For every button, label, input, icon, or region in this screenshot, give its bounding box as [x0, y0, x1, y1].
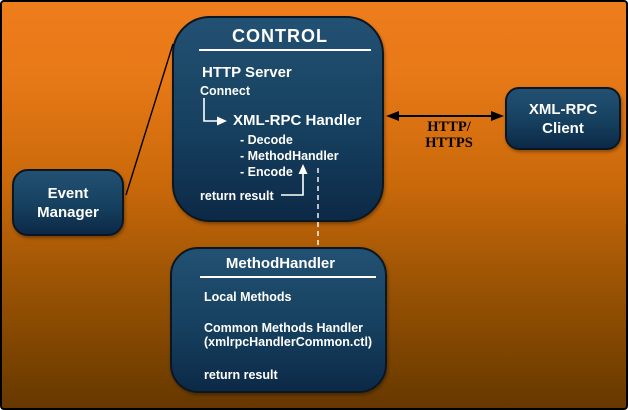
methodhandler-title: MethodHandler	[225, 255, 336, 272]
event-manager-label: Event Manager	[14, 171, 122, 234]
encode-item: - Encode	[240, 165, 293, 179]
control-title-underline	[199, 49, 371, 51]
http-arrow-head-right	[491, 111, 504, 121]
control-return-result-label: return result	[200, 189, 274, 203]
common-methods-file-label: (xmlrpcHandlerCommon.ctl)	[204, 335, 373, 349]
http-arrow-head-left	[386, 111, 399, 121]
xmlrpc-client-box: XML-RPC Client	[505, 87, 621, 150]
xmlrpc-client-line2: Client	[542, 119, 584, 137]
methodhandler-return-result-label: return result	[204, 368, 278, 382]
event-manager-box: Event Manager	[12, 169, 124, 236]
methodhandler-box: MethodHandler Local Methods Common Metho…	[170, 247, 387, 393]
common-methods-label: Common Methods Handler	[204, 321, 364, 335]
connect-label: Connect	[200, 84, 250, 98]
decode-item: - Decode	[240, 133, 293, 147]
control-title: CONTROL	[232, 26, 328, 46]
control-event-connector-line	[125, 43, 174, 196]
xmlrpc-client-line1: XML-RPC	[528, 100, 598, 118]
control-box: CONTROL HTTP Server Connect XML-RPC Hand…	[172, 16, 384, 222]
xmlrpc-client-label: XML-RPC Client	[507, 89, 619, 148]
xmlrpc-handler-label: XML-RPC Handler	[233, 112, 362, 129]
methodhandler-item: - MethodHandler	[240, 149, 339, 163]
http-protocol-label: HTTP/ HTTPS	[418, 119, 480, 151]
local-methods-label: Local Methods	[204, 290, 292, 304]
event-manager-line1: Event	[47, 184, 89, 202]
http-label-line2: HTTPS	[425, 135, 473, 151]
event-manager-line2: Manager	[37, 203, 99, 221]
http-label-line1: HTTP/	[427, 119, 471, 135]
http-server-label: HTTP Server	[202, 64, 292, 81]
methodhandler-title-underline	[200, 276, 376, 278]
